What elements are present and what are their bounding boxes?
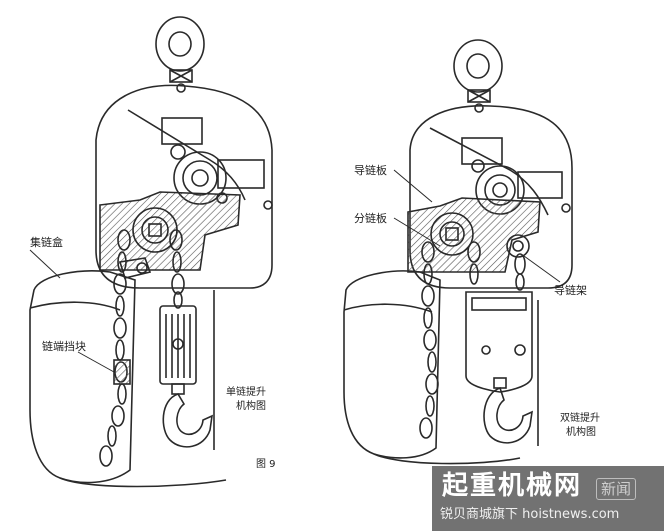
callout-leaders (29, 169, 561, 373)
label-chain-guide-plate: 导链板 (354, 164, 387, 177)
right-hanging-chain (419, 241, 439, 439)
label-chain-end-stop: 链端挡块 (42, 340, 86, 353)
left-housing (95, 84, 273, 289)
right-caption-line1: 双链提升 (560, 413, 600, 424)
right-side-plate (517, 171, 563, 199)
right-sprocket (430, 212, 474, 256)
left-upper-plate (161, 117, 203, 145)
right-housing (409, 105, 573, 289)
watermark-tag: 新闻 (596, 478, 637, 500)
left-bolt (263, 200, 273, 210)
leader-guide-plate (393, 169, 433, 203)
left-cover-edge (127, 109, 246, 201)
right-upper-plate (461, 137, 503, 165)
leader-guide-frame (523, 255, 561, 283)
left-hoist-drawing (29, 16, 273, 488)
left-side-plate (217, 159, 265, 189)
left-hook (162, 393, 213, 448)
left-caption-line1: 单链提升 (226, 387, 266, 398)
label-chain-divider-plate: 分链板 (354, 212, 387, 225)
left-chain-box (29, 270, 136, 484)
right-bolt (561, 203, 571, 213)
label-chain-box: 集链盒 (30, 236, 63, 249)
leader-divider-plate (393, 217, 441, 247)
right-cover-edge (429, 127, 549, 216)
watermark-brand: 起重机械网 (442, 471, 583, 501)
left-gearbox (99, 191, 241, 271)
figure-number: 图 9 (256, 459, 276, 470)
watermark-subtitle: 锐贝商城旗下 hoistnews.com (440, 507, 620, 522)
leader-chain-stop (77, 351, 115, 373)
left-guide-arm (118, 257, 152, 279)
left-chain-stop-block (113, 359, 131, 385)
left-caption-line2: 机构图 (236, 401, 266, 412)
right-load-chain (467, 241, 526, 291)
left-hook-block (159, 305, 197, 395)
right-guide-frame-pulley (506, 234, 530, 258)
right-hook-block (465, 291, 533, 393)
right-chain-box (343, 270, 441, 459)
label-chain-guide-frame: 导链架 (554, 284, 587, 297)
right-top-eye (453, 39, 503, 113)
left-top-eye (155, 16, 205, 93)
right-caption-line2: 机构图 (566, 427, 596, 438)
site-watermark: 起重机械网 新闻 锐贝商城旗下 hoistnews.com (432, 466, 664, 531)
leader-chain-box (29, 249, 61, 279)
right-hook (483, 386, 533, 444)
left-load-chain (169, 229, 185, 309)
right-hoist-drawing (343, 39, 573, 465)
